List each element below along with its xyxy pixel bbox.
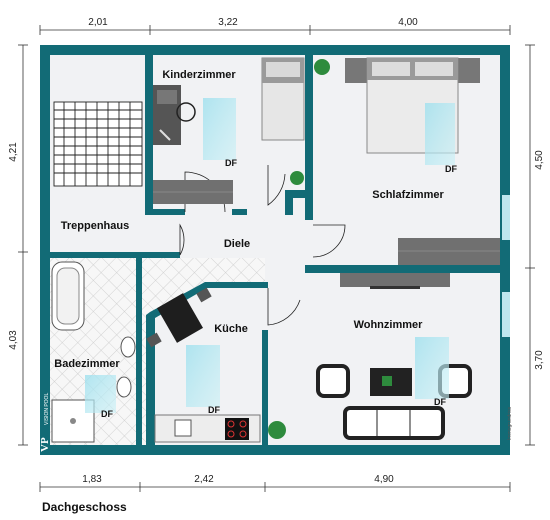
tv-board bbox=[340, 273, 450, 287]
skylight-label: DF bbox=[445, 164, 457, 174]
room-label-wohnzimmer: Wohnzimmer bbox=[354, 319, 424, 331]
vision-pool-text: VISION POOL bbox=[44, 393, 50, 425]
credit-text: Immogrundriss bbox=[507, 406, 513, 440]
floor-caption: Dachgeschoss bbox=[42, 500, 127, 514]
sofa bbox=[343, 406, 445, 440]
skylight-label: DF bbox=[434, 397, 446, 407]
dim-right-2: 3,70 bbox=[534, 350, 545, 370]
plant-icon bbox=[290, 171, 304, 185]
dim-bottom-3: 4,90 bbox=[374, 474, 394, 485]
skylight bbox=[85, 375, 116, 413]
dim-top-1: 2,01 bbox=[88, 17, 108, 28]
dimension-bottom bbox=[39, 482, 511, 492]
nightstand bbox=[458, 58, 480, 83]
plant-icon bbox=[314, 59, 330, 75]
skylight-label: DF bbox=[208, 405, 220, 415]
room-label-kueche: Küche bbox=[214, 323, 248, 335]
skylight bbox=[425, 103, 455, 165]
skylight-label: DF bbox=[101, 409, 113, 419]
dim-top-3: 4,00 bbox=[398, 17, 418, 28]
skylight bbox=[203, 98, 236, 160]
kinderzimmer-furniture bbox=[153, 57, 330, 204]
room-label-schlafzimmer: Schlafzimmer bbox=[372, 189, 444, 201]
washbasin bbox=[120, 336, 136, 358]
desk-chair bbox=[176, 102, 196, 122]
dim-bottom-1: 1,83 bbox=[82, 474, 102, 485]
skylight-label: DF bbox=[225, 158, 237, 168]
windows bbox=[502, 195, 510, 337]
kueche-furniture bbox=[146, 287, 261, 443]
dim-left-1: 4,21 bbox=[8, 142, 19, 162]
vision-pool-logo: VP bbox=[39, 437, 51, 452]
skylight bbox=[415, 337, 449, 399]
room-label-kinderzimmer: Kinderzimmer bbox=[162, 69, 236, 81]
room-label-diele: Diele bbox=[224, 238, 250, 250]
dim-bottom-2: 2,42 bbox=[194, 474, 214, 485]
bathroom-furniture bbox=[51, 261, 136, 443]
toilet bbox=[116, 376, 132, 398]
dining-table bbox=[157, 293, 203, 343]
cooktop bbox=[225, 418, 249, 440]
armchair bbox=[316, 364, 350, 398]
staircase bbox=[53, 101, 143, 187]
kitchen-tiles bbox=[140, 258, 265, 445]
dimension-right bbox=[525, 44, 535, 446]
dim-right-1: 4,50 bbox=[534, 150, 545, 170]
skylights bbox=[85, 98, 455, 413]
interior-walls bbox=[50, 55, 500, 445]
dimension-left bbox=[18, 44, 28, 446]
sink bbox=[174, 419, 192, 437]
room-label-treppenhaus: Treppenhaus bbox=[61, 220, 129, 232]
plant-icon bbox=[268, 421, 286, 439]
skylight bbox=[186, 345, 220, 407]
nightstand bbox=[345, 58, 367, 83]
dimension-top bbox=[39, 25, 511, 35]
dim-top-2: 3,22 bbox=[218, 17, 238, 28]
schlafzimmer-furniture bbox=[345, 57, 500, 265]
dim-left-2: 4,03 bbox=[8, 330, 19, 350]
room-label-badezimmer: Badezimmer bbox=[54, 358, 120, 370]
wohnzimmer-furniture bbox=[268, 273, 472, 440]
